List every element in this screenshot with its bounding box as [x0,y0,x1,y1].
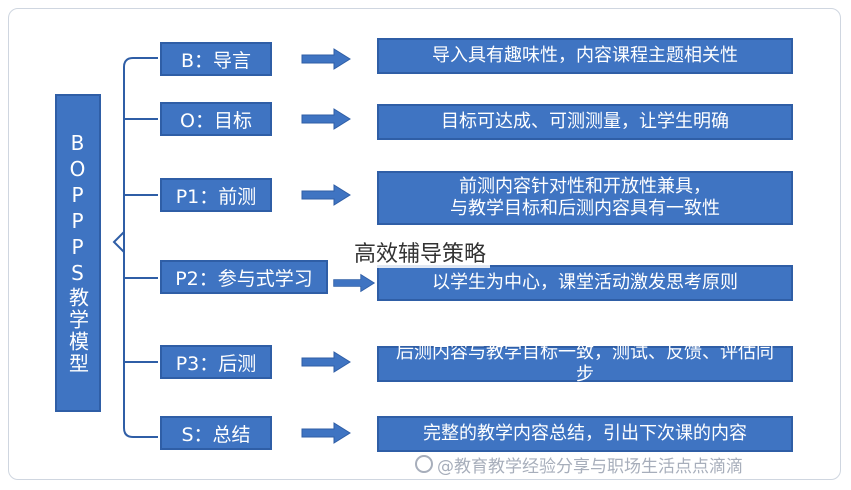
step-p1-box: P1：前测 [160,178,272,212]
arrow-icon [301,422,351,444]
step-p2-label: P2：参与式学习 [175,267,313,290]
watermark: @教育教学经验分享与职场生活点点滴滴 [415,452,743,477]
step-o-label: O：目标 [180,109,252,132]
step-p2-desc-box: 以学生为中心，课堂活动激发思考原则 [377,265,793,301]
step-b-label: B：导言 [180,49,252,72]
step-o-desc-box: 目标可达成、可测测量，让学生明确 [377,104,793,140]
step-s-desc: 完整的教学内容总结，引出下次课的内容 [423,423,747,444]
step-p3-desc: 后测内容与教学目标一致，测试、反馈、评估同步 [396,342,774,385]
step-p3-label: P3：后测 [175,352,257,375]
step-o-box: O：目标 [160,102,272,136]
step-p3-desc-box: 后测内容与教学目标一致，测试、反馈、评估同步 [377,342,793,385]
step-p1-desc-line1: 前测内容针对性和开放性兼具， [459,176,711,197]
model-label: BOPPPS教学模型 [65,131,90,375]
overlay-title: 高效辅导策略 [350,236,491,268]
arrow-icon [301,351,351,373]
model-label-box: BOPPPS教学模型 [55,94,101,412]
arrow-icon [301,48,351,70]
step-s-desc-box: 完整的教学内容总结，引出下次课的内容 [377,416,793,452]
step-p1-label: P1：前测 [175,185,257,208]
watermark-text: @教育教学经验分享与职场生活点点滴滴 [437,457,743,477]
step-b-box: B：导言 [160,42,272,76]
step-s-label: S：总结 [181,423,251,446]
step-p2-desc: 以学生为中心，课堂活动激发思考原则 [432,272,738,293]
watermark-logo-icon [415,455,433,473]
step-s-box: S：总结 [160,416,272,450]
step-p3-box: P3：后测 [160,345,272,379]
arrow-icon [301,108,351,130]
step-b-desc-box: 导入具有趣味性，内容课程主题相关性 [377,38,793,74]
step-p1-desc-line2: 与教学目标和后测内容具有一致性 [450,198,720,219]
diagram-frame [8,8,841,480]
step-b-desc: 导入具有趣味性，内容课程主题相关性 [432,45,738,66]
arrow-icon [301,184,351,206]
arrow-icon [333,273,376,293]
step-o-desc: 目标可达成、可测测量，让学生明确 [441,111,729,132]
step-p1-desc-box: 前测内容针对性和开放性兼具， 与教学目标和后测内容具有一致性 [377,171,793,225]
step-p2-box: P2：参与式学习 [160,260,328,294]
